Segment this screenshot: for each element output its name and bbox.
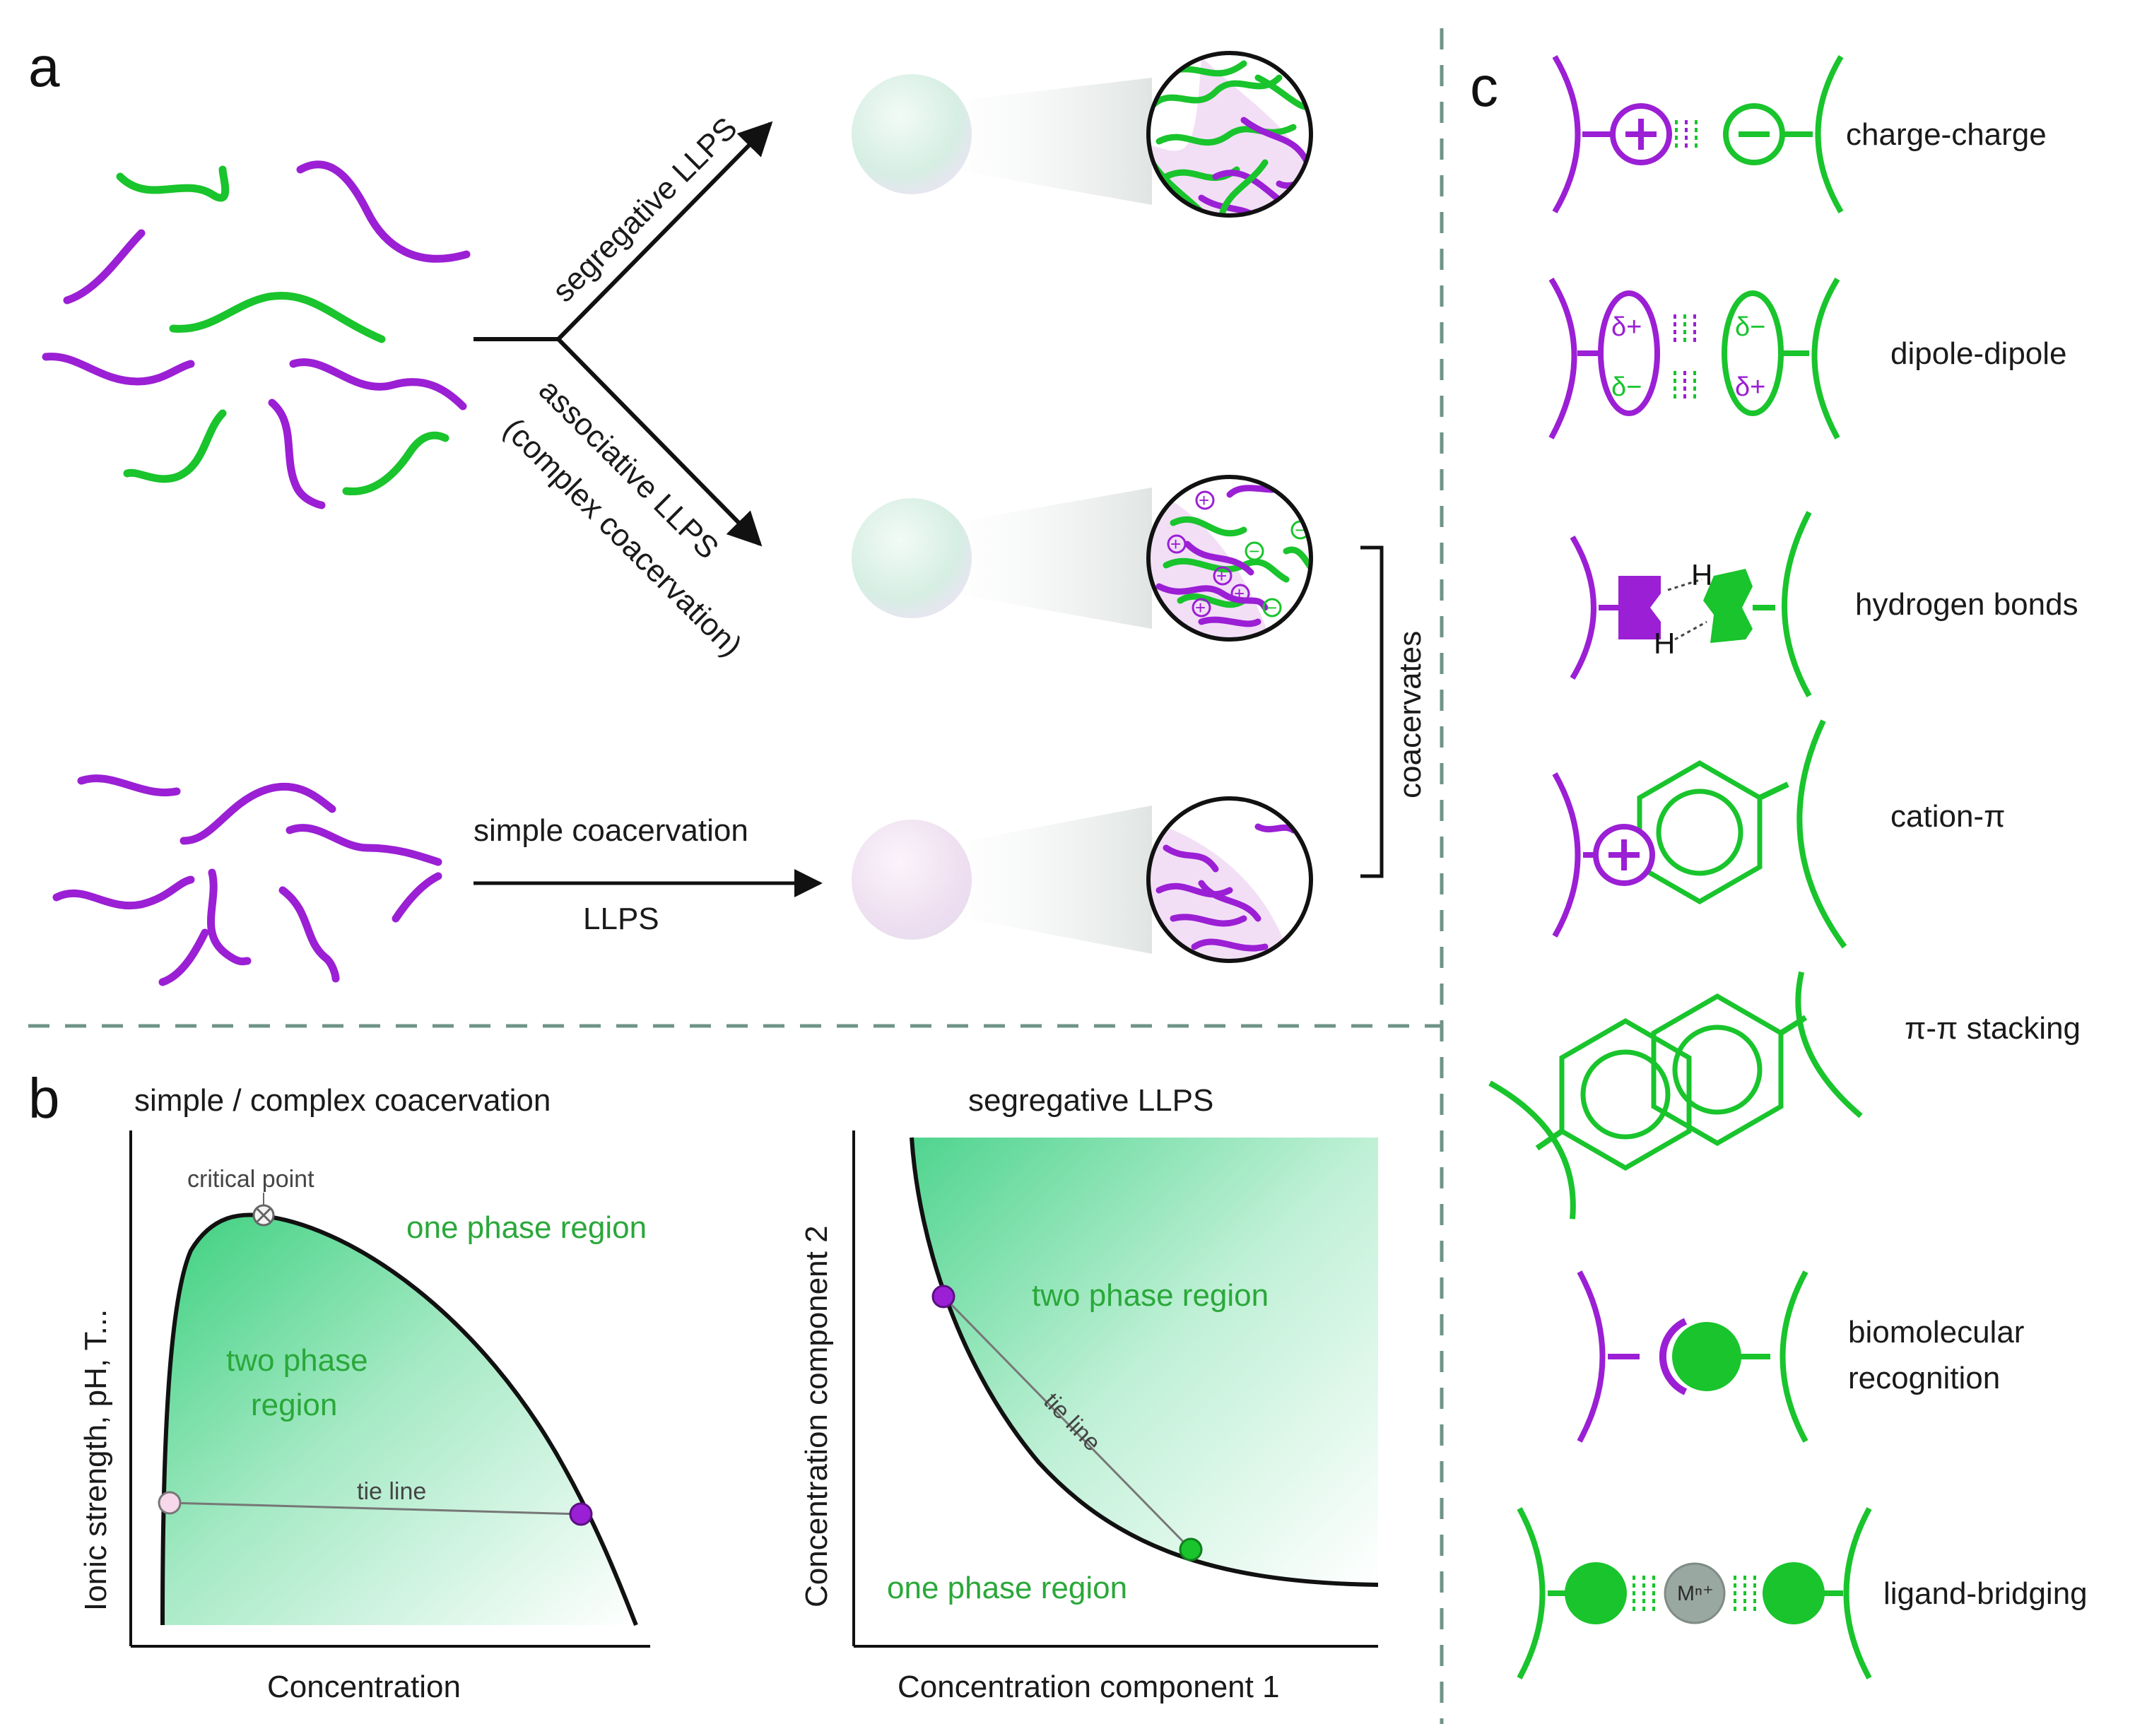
svg-text:+: + <box>1234 583 1245 604</box>
interaction-dipole-dipole <box>1548 277 1840 439</box>
panel-label-b: b <box>28 1067 60 1130</box>
two-phase-label-right: two phase region <box>1032 1278 1269 1313</box>
interaction-cation-pi <box>1552 719 1847 949</box>
svg-text:−: − <box>1266 597 1277 618</box>
chain-purple <box>289 358 467 411</box>
tie-point-lower <box>1179 1537 1203 1561</box>
tie-point-upper <box>931 1285 955 1309</box>
chart-title-right: segregative LLPS <box>968 1083 1213 1118</box>
label-pi-pi-stacking: π-π stacking <box>1905 1011 2081 1046</box>
y-axis-label-left: Ionic strength, pH, T... <box>78 1309 113 1611</box>
chain-green <box>169 292 386 343</box>
x-axis-label-right: Concentration component 1 <box>898 1670 1280 1704</box>
panel-label-a: a <box>28 35 60 98</box>
chart-title-left: simple / complex coacervation <box>134 1083 551 1118</box>
label-dipole-dipole: dipole-dipole <box>1890 336 2067 371</box>
polymer-simple <box>52 774 442 986</box>
symbol-delta-plus-left: δ+ <box>1611 312 1642 342</box>
panel-dividers <box>28 28 1444 1724</box>
droplet-segregative <box>852 51 1313 218</box>
branch-arrows <box>473 121 773 547</box>
label-coacervates: coacervates <box>1393 631 1428 798</box>
interaction-hydrogen-bonds <box>1570 511 1812 697</box>
interaction-ligand-bridging <box>1517 1507 1872 1679</box>
phase-diagram-segregative: segregative LLPS <box>852 1083 1379 1648</box>
svg-text:−: − <box>1160 618 1171 639</box>
interaction-pi-pi-stacking <box>1488 971 1863 1220</box>
one-phase-label-right: one phase region <box>887 1571 1127 1605</box>
two-phase-label-left-1: two phase <box>226 1343 368 1378</box>
binodal-curve-right <box>910 1137 1379 1587</box>
tie-line-right <box>942 1295 1192 1551</box>
two-phase-label-left-2: region <box>251 1388 337 1422</box>
interaction-biomolecular-recognition <box>1577 1270 1808 1443</box>
symbol-h-upper: H <box>1691 558 1712 591</box>
tie-point-dilute <box>158 1491 182 1515</box>
svg-text:−: − <box>1249 541 1259 562</box>
phase-diagram-coacervation: simple / complex coacervation <box>129 1083 650 1648</box>
symbol-delta-minus-right: δ− <box>1735 312 1765 342</box>
droplet-associative: + + + + + + − − − − <box>852 475 1313 642</box>
svg-text:+: + <box>1216 565 1227 586</box>
label-segregative-llps: segregative LLPS <box>546 111 743 309</box>
label-biomolecular: biomolecular <box>1848 1315 2024 1350</box>
tie-point-dense <box>569 1502 593 1526</box>
symbol-delta-plus-right: δ+ <box>1735 372 1765 402</box>
label-ligand-bridging: ligand-bridging <box>1883 1576 2088 1611</box>
label-llps: LLPS <box>583 902 659 936</box>
svg-text:+: + <box>1199 490 1209 511</box>
chain-green <box>123 409 227 483</box>
svg-text:+: + <box>1195 597 1206 618</box>
coacervates-bracket <box>1360 545 1384 878</box>
tie-line-label-left: tie line <box>357 1478 426 1505</box>
symbol-h-lower: H <box>1654 627 1675 660</box>
label-simple-coacervation: simple coacervation <box>473 813 748 848</box>
panel-label-c: c <box>1470 55 1498 118</box>
interaction-charge-charge <box>1552 54 1844 214</box>
label-charge-charge: charge-charge <box>1846 117 2047 152</box>
label-hydrogen-bonds: hydrogen bonds <box>1855 587 2078 622</box>
tie-line-left <box>169 1501 582 1516</box>
x-axis-label-left: Concentration <box>267 1670 461 1704</box>
symbol-metal-ion: Mⁿ⁺ <box>1677 1582 1714 1605</box>
chain-purple <box>42 353 195 386</box>
svg-text:+: + <box>1170 533 1181 555</box>
symbol-delta-minus-left: δ− <box>1611 372 1642 402</box>
label-recognition: recognition <box>1848 1361 2000 1395</box>
chain-purple <box>63 229 146 305</box>
chain-green <box>342 431 449 496</box>
critical-point-label: critical point <box>187 1166 314 1193</box>
chain-purple <box>296 160 471 263</box>
label-cation-pi: cation-π <box>1890 799 2005 834</box>
polymer-mixture <box>42 160 471 509</box>
one-phase-label-left: one phase region <box>406 1210 647 1245</box>
y-axis-label-right: Concentration component 2 <box>799 1225 834 1607</box>
droplet-simple <box>852 796 1313 963</box>
chain-green <box>116 165 230 202</box>
chain-purple <box>268 398 326 509</box>
